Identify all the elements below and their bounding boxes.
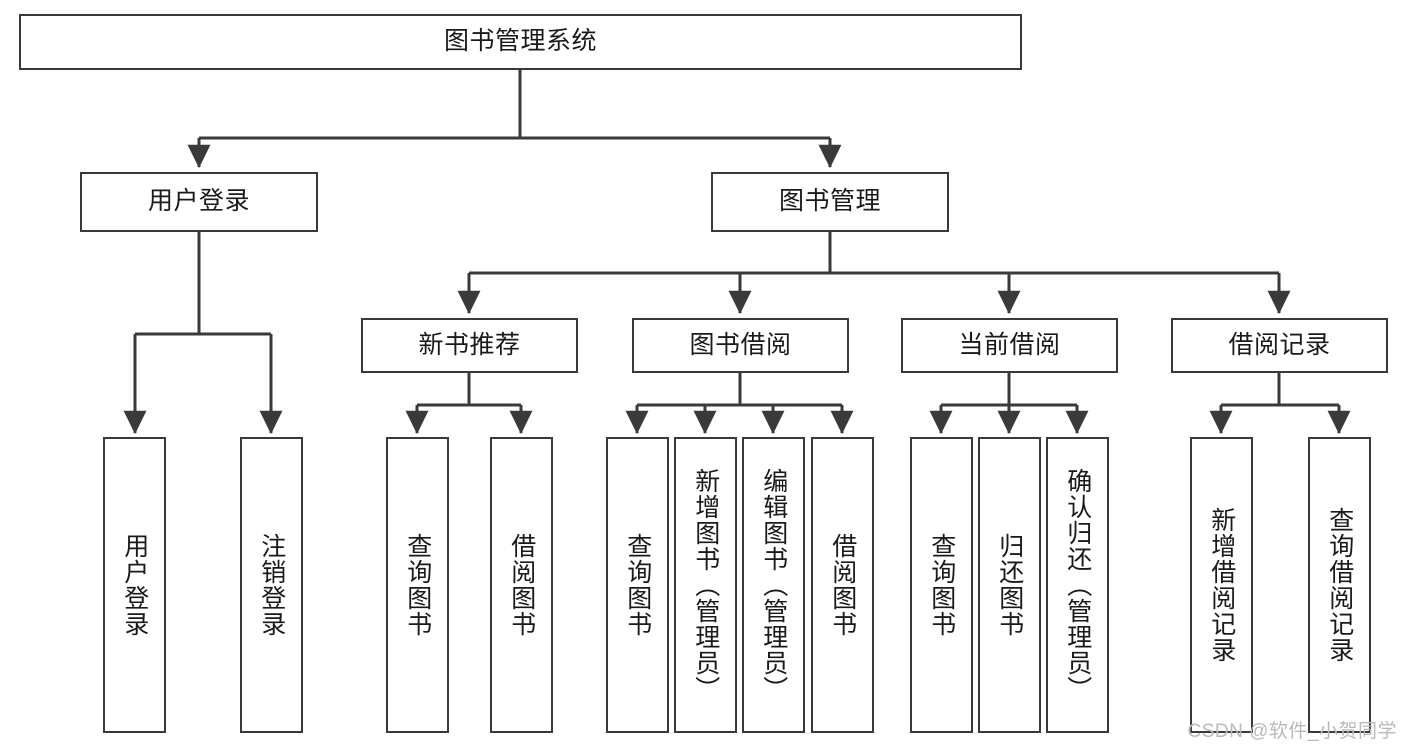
- node-leaf-query-book-3[interactable]: 查询图书: [910, 437, 973, 733]
- node-book-manage[interactable]: 图书管理: [711, 172, 949, 232]
- node-root-label: 图书管理系统: [443, 27, 597, 56]
- node-leaf-add-record-label: 新增借阅记录: [1207, 507, 1236, 663]
- node-leaf-borrow-book-1[interactable]: 借阅图书: [490, 437, 553, 733]
- node-book-borrow[interactable]: 图书借阅: [632, 318, 849, 373]
- node-user-login[interactable]: 用户登录: [80, 172, 318, 232]
- watermark-text: CSDN @软件_小贺同学: [1187, 721, 1397, 742]
- node-leaf-query-book-1-label: 查询图书: [403, 533, 432, 637]
- node-book-borrow-label: 图书借阅: [689, 330, 792, 359]
- node-leaf-confirm-return[interactable]: 确认归还（管理员）: [1046, 437, 1109, 733]
- node-leaf-add-book[interactable]: 新增图书（管理员）: [674, 437, 737, 733]
- node-leaf-query-book-2-label: 查询图书: [623, 533, 652, 637]
- node-new-book-rec-label: 新书推荐: [418, 330, 521, 359]
- node-leaf-user-logout-label: 注销登录: [257, 533, 286, 637]
- node-leaf-return-book[interactable]: 归还图书: [978, 437, 1041, 733]
- node-leaf-borrow-book-1-label: 借阅图书: [507, 533, 536, 637]
- node-new-book-rec[interactable]: 新书推荐: [361, 318, 578, 373]
- node-user-login-label: 用户登录: [147, 187, 250, 216]
- node-leaf-user-login[interactable]: 用户登录: [103, 437, 166, 733]
- node-current-borrow-label: 当前借阅: [958, 330, 1061, 359]
- node-leaf-edit-book-label: 编辑图书（管理员）: [759, 468, 788, 702]
- node-leaf-confirm-return-label: 确认归还（管理员）: [1063, 468, 1092, 702]
- node-leaf-return-book-label: 归还图书: [995, 533, 1024, 637]
- node-leaf-query-record[interactable]: 查询借阅记录: [1308, 437, 1371, 733]
- node-book-manage-label: 图书管理: [778, 187, 881, 216]
- node-leaf-user-logout[interactable]: 注销登录: [240, 437, 303, 733]
- node-leaf-borrow-book-2-label: 借阅图书: [828, 533, 857, 637]
- node-borrow-record[interactable]: 借阅记录: [1171, 318, 1388, 373]
- node-leaf-query-record-label: 查询借阅记录: [1325, 507, 1354, 663]
- node-leaf-query-book-2[interactable]: 查询图书: [606, 437, 669, 733]
- node-leaf-user-login-label: 用户登录: [120, 533, 149, 637]
- node-leaf-edit-book[interactable]: 编辑图书（管理员）: [742, 437, 805, 733]
- node-borrow-record-label: 借阅记录: [1228, 330, 1331, 359]
- node-current-borrow[interactable]: 当前借阅: [901, 318, 1118, 373]
- node-root[interactable]: 图书管理系统: [19, 14, 1022, 70]
- node-leaf-borrow-book-2[interactable]: 借阅图书: [811, 437, 874, 733]
- node-leaf-add-book-label: 新增图书（管理员）: [691, 468, 720, 702]
- node-leaf-query-book-1[interactable]: 查询图书: [386, 437, 449, 733]
- node-leaf-add-record[interactable]: 新增借阅记录: [1190, 437, 1253, 733]
- node-leaf-query-book-3-label: 查询图书: [927, 533, 956, 637]
